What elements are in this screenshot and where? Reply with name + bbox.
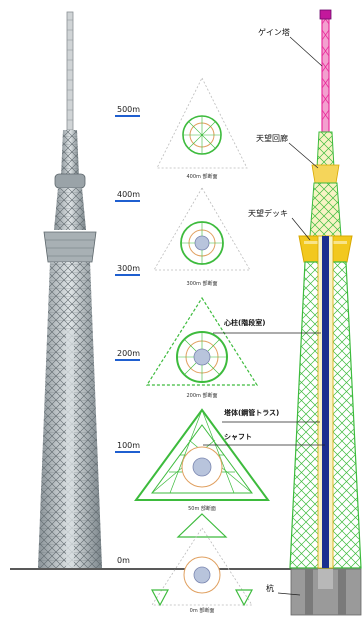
height-mark-0: 0m: [117, 556, 130, 565]
callout-gain-tower: ゲイン塔: [258, 27, 323, 67]
height-mark-400: 400m: [115, 190, 140, 202]
height-scale: 500m 400m 300m 200m 100m 0m: [115, 105, 140, 565]
height-mark-100: 100m: [115, 441, 140, 453]
cross-section-400m: 400m 部断面: [156, 77, 248, 180]
svg-text:天望回廊: 天望回廊: [256, 133, 288, 143]
callout-pile: 杭: [266, 583, 301, 596]
callout-observation-deck: 天望デッキ: [248, 208, 311, 241]
callout-shaft: シャフト: [203, 433, 325, 446]
svg-text:100m: 100m: [117, 441, 140, 450]
cross-section-0m: 0m 部断面: [151, 513, 253, 614]
cross-section-50m: 50m 部断面: [134, 408, 270, 512]
structural-elevation: [289, 9, 362, 616]
svg-text:200m: 200m: [117, 349, 140, 358]
svg-text:塔体(鋼管トラス): 塔体(鋼管トラス): [224, 408, 279, 417]
svg-text:50m 部断面: 50m 部断面: [188, 505, 216, 512]
svg-text:シャフト: シャフト: [224, 433, 252, 441]
svg-text:杭: 杭: [266, 583, 274, 593]
tower-elevation: [38, 11, 102, 568]
svg-text:0m: 0m: [117, 556, 130, 565]
svg-text:200m 部断面: 200m 部断面: [186, 392, 217, 399]
callout-observation-corridor: 天望回廊: [256, 133, 319, 169]
cross-section-300m: 300m 部断面: [153, 187, 251, 287]
callout-core-column: 心柱(階段室): [213, 318, 321, 334]
callout-tower-body: 塔体(鋼管トラス): [222, 408, 320, 423]
svg-text:300m 部断面: 300m 部断面: [186, 280, 217, 287]
svg-text:心柱(階段室): 心柱(階段室): [224, 318, 265, 327]
svg-text:400m: 400m: [117, 190, 140, 199]
svg-text:300m: 300m: [117, 264, 140, 273]
height-mark-200: 200m: [115, 349, 140, 361]
svg-text:天望デッキ: 天望デッキ: [248, 208, 288, 218]
svg-text:0m 部断面: 0m 部断面: [190, 607, 215, 614]
cross-section-200m: 200m 部断面: [145, 296, 259, 399]
height-mark-300: 300m: [115, 264, 140, 276]
svg-text:500m: 500m: [117, 105, 140, 114]
height-mark-500: 500m: [115, 105, 140, 117]
svg-text:400m 部断面: 400m 部断面: [186, 173, 217, 180]
svg-text:ゲイン塔: ゲイン塔: [258, 27, 290, 37]
